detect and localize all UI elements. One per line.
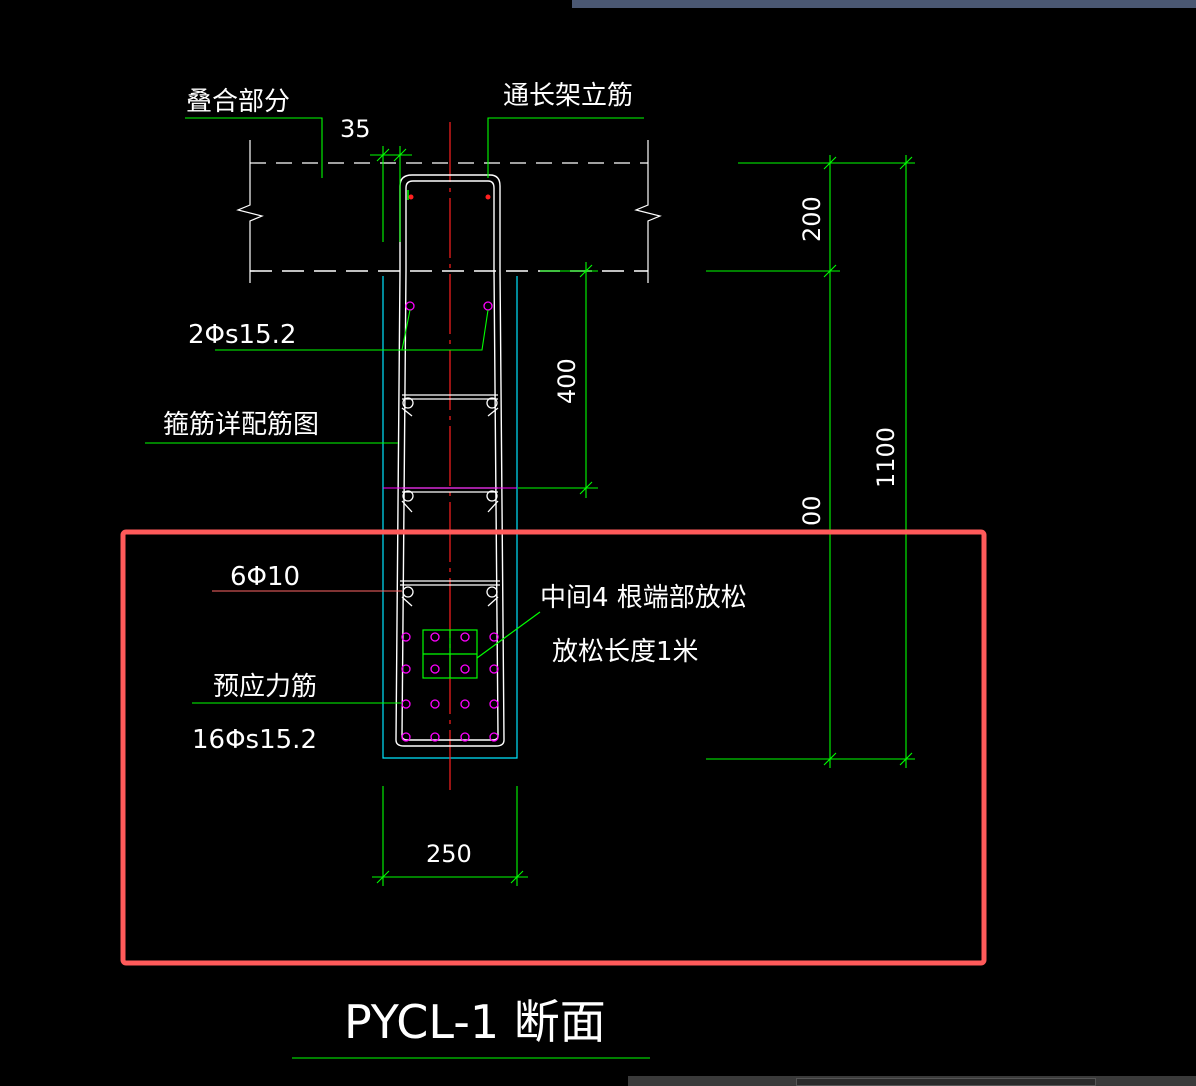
erection-bars — [407, 190, 491, 200]
label-stirrups: 6Φ10 — [230, 562, 300, 592]
dim-200-text: 200 — [798, 196, 826, 242]
label-middle-release-1: 中间4 根端部放松 — [540, 583, 747, 613]
leader-lines — [145, 117, 650, 1059]
prestress-strands — [401, 632, 499, 742]
top-strands — [405, 301, 493, 311]
dim-250-text: 250 — [426, 840, 472, 868]
window-top-bar — [572, 0, 1196, 8]
section-title: PYCL-1 断面 — [344, 995, 606, 1049]
dim-1100-text: 1100 — [872, 427, 900, 488]
dim-400-text: 400 — [553, 358, 581, 404]
label-prestress-bars: 预应力筋 — [213, 672, 317, 702]
label-stirrup-detail: 箍筋详配筋图 — [163, 410, 319, 440]
label-top-strands: 2Φs15.2 — [188, 320, 296, 350]
composite-slab — [236, 140, 662, 283]
release-box — [422, 611, 541, 679]
label-middle-release-2: 放松长度1米 — [552, 637, 699, 667]
dimension-lines — [370, 146, 915, 886]
label-composite-part: 叠合部分 — [186, 87, 290, 117]
highlight-box — [120, 529, 987, 966]
scrollbar-thumb[interactable] — [796, 1078, 1096, 1086]
dim-partial-text: 00 — [798, 495, 826, 526]
label-prestress-strands: 16Φs15.2 — [192, 725, 317, 755]
label-through-erection-bar: 通长架立筋 — [503, 81, 633, 111]
window-bottom-bar — [628, 1076, 1196, 1086]
dim-35-text: 35 — [340, 115, 371, 143]
